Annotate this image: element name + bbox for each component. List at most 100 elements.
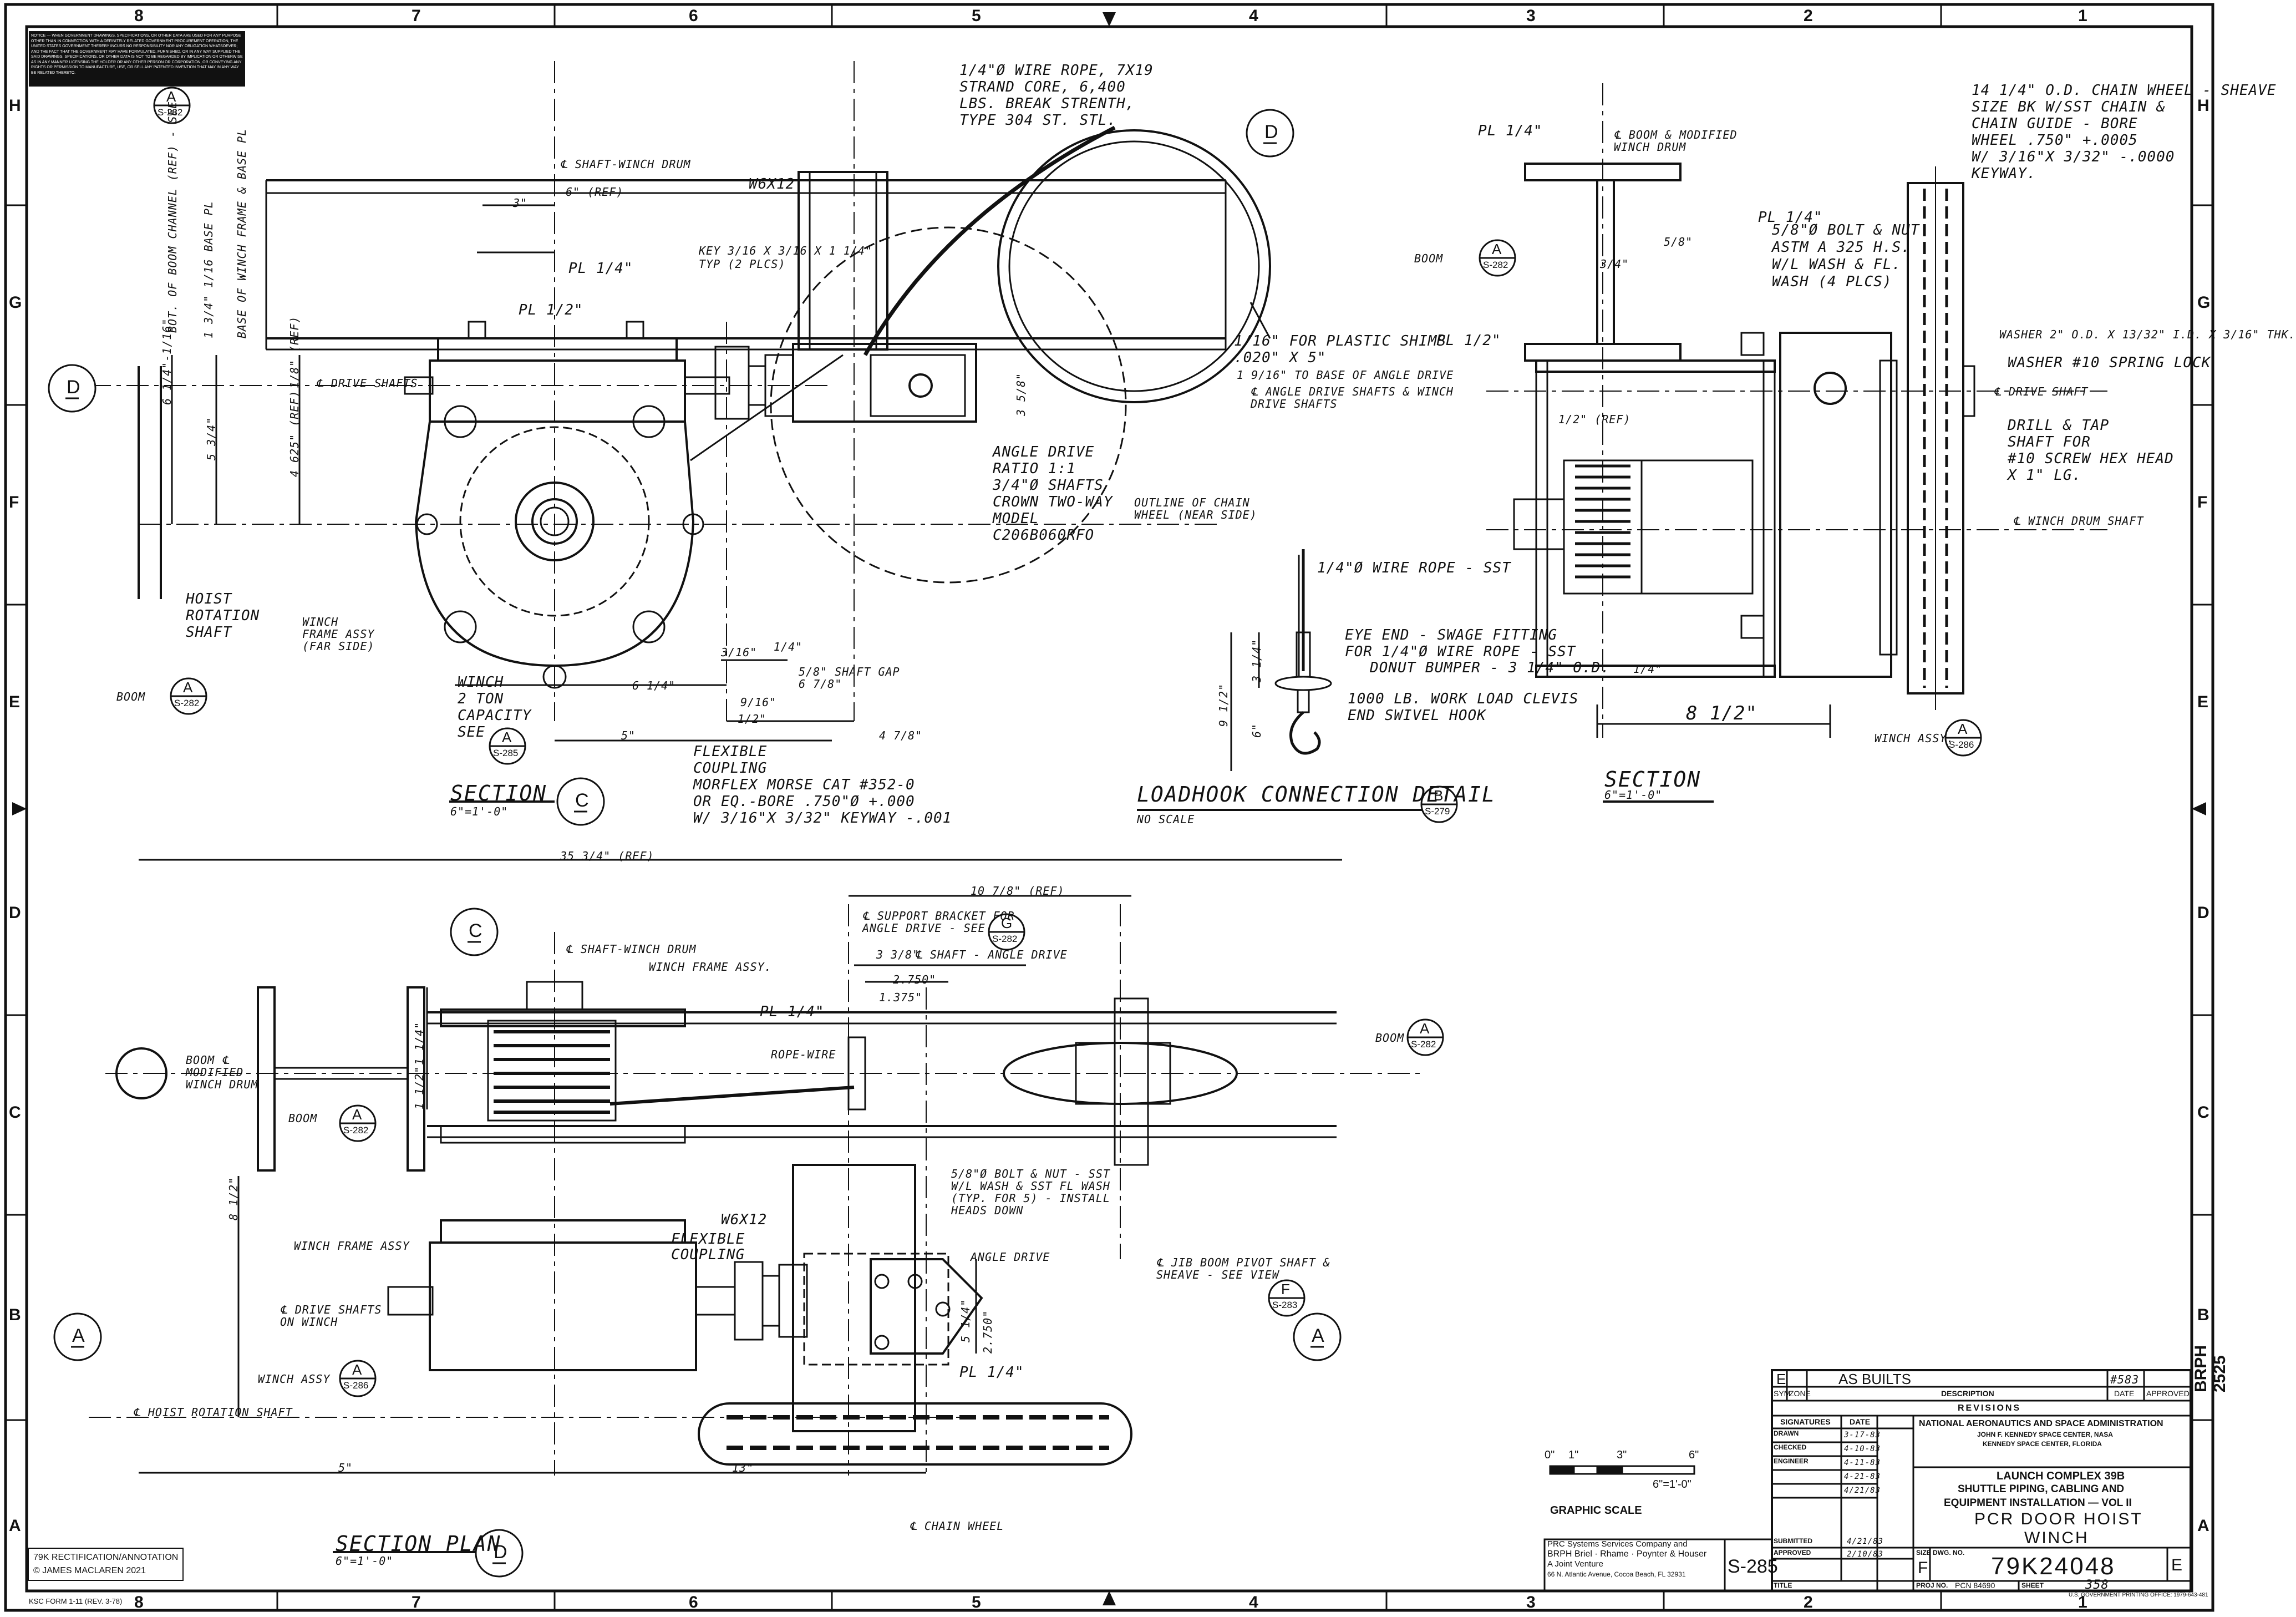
washer-10-note: WASHER #10 SPRING LOCK [2008, 354, 2211, 371]
lh-dim-2: 9 1/2" [1217, 683, 1230, 727]
dim-a-1: 5" [621, 729, 636, 742]
bubble-letter: A [1492, 241, 1502, 257]
bubble-letter: C [575, 790, 589, 811]
size-label: SIZE [1916, 1549, 1931, 1557]
reference-bubble [475, 1529, 524, 1578]
bubble-letter: A [502, 729, 512, 746]
reference-bubble [48, 364, 96, 413]
bubble-letter: D [494, 1542, 507, 1563]
bubble-letter: F [1281, 1281, 1290, 1297]
government-notice: NOTICE — WHEN GOVERNMENT DRAWINGS, SPECI… [29, 31, 245, 87]
boom-label-plan-2: BOOM [1375, 1031, 1405, 1045]
signature-date: 4-11-83 [1844, 1458, 1881, 1467]
plan-dim-1: 1.375" [879, 991, 923, 1004]
drawing-title-1: PCR DOOR HOIST [1974, 1510, 2143, 1528]
pl-half-label: PL 1/2" [519, 302, 583, 318]
boom-channel-note: BOT. OF BOOM CHANNEL (REF) - SEE [166, 101, 179, 333]
plan-dim-4: 1 1/4" [413, 1021, 426, 1065]
reference-bubble [1293, 1312, 1342, 1361]
section-a-scale: 6"=1'-0" [450, 805, 509, 818]
bubble-sheet-ref: S-286 [343, 1380, 369, 1391]
c-dim-1: 3/4" [1600, 257, 1629, 271]
drive-shafts-label: ℄ DRIVE SHAFTS [316, 377, 418, 390]
bubble-letter: A [1420, 1020, 1430, 1037]
sheet-label: SHEET [2021, 1581, 2044, 1589]
washer-2-note: WASHER 2" O.D. X 13/32" I.D. X 3/16" THK… [1999, 328, 2296, 341]
pl-quarter-label: PL 1/4" [568, 260, 633, 277]
w6x12-label: W6X12 [749, 176, 795, 192]
zone-col-4-top: 4 [1249, 7, 1258, 25]
bubble-letter: A [1958, 721, 1968, 737]
description-1: SHUTTLE PIPING, CABLING AND [1958, 1483, 2125, 1495]
zone-row-A-left: A [9, 1517, 21, 1535]
loadhook-scale: NO SCALE [1137, 813, 1195, 826]
brph-number: BRPH 2525 [2192, 1345, 2229, 1392]
dwg-number: 79K24048 [1991, 1553, 2116, 1580]
zone-col-3-top: 3 [1526, 7, 1536, 25]
rope-wire-label: ROPE-WIRE [771, 1048, 836, 1061]
dim-a-4: 9/16" [740, 696, 777, 709]
bubble-sheet-ref: S-285 [493, 748, 519, 758]
plan-dim-2: 3 3/8" [876, 948, 920, 961]
signature-role: ENGINEER [1774, 1457, 1809, 1465]
pl-half-c: PL 1/2" [1436, 332, 1501, 349]
section-plan-title: SECTION PLAN [336, 1532, 501, 1556]
printing-office: U.S. GOVERNMENT PRINTING OFFICE: 1979-64… [2069, 1592, 2208, 1598]
base-angle-note: 1 9/16" TO BASE OF ANGLE DRIVE [1237, 368, 1454, 382]
pl-quarter-plan: PL 1/4" [760, 1003, 825, 1020]
bubble-letter: A [183, 679, 193, 696]
boom-label-c: BOOM [1414, 252, 1444, 265]
engineering-drawing-sheet: NOTICE — WHEN GOVERNMENT DRAWINGS, SPECI… [4, 3, 2295, 1612]
zone-row-H-left: H [9, 97, 21, 115]
winch-frame-plan-label: WINCH FRAME ASSY [294, 1239, 410, 1253]
c-dim-0: 5/8" [1664, 235, 1693, 249]
plan-dim-10: PL 1/4" [959, 1364, 1024, 1381]
form-number: KSC FORM 1-11 (REV. 3-78) [29, 1597, 123, 1605]
scale-tick-1: 1" [1568, 1449, 1579, 1461]
zone-col-7-top: 7 [412, 7, 421, 25]
submitted-date: 4/21/83 [1847, 1537, 1884, 1546]
zone-row-A-right: A [2197, 1517, 2209, 1535]
zone-row-F-right: F [2197, 493, 2208, 511]
bubble-letter: A [72, 1325, 85, 1346]
signatures-head: SIGNATURES [1780, 1417, 1831, 1426]
c-dim-3: 1/4" [1633, 662, 1663, 676]
zone-row-B-left: B [9, 1306, 21, 1324]
dim-a-11: 3 5/8" [1014, 372, 1028, 416]
dim-a-9: 4 625" (REF) [288, 390, 301, 478]
bubble-letter: B [1434, 787, 1444, 804]
jib-boom-note: ℄ JIB BOOM PIVOT SHAFT &SHEAVE - SEE VIE… [1156, 1256, 1330, 1281]
bubble-letter: A [1312, 1325, 1324, 1346]
hoist-plan-label: ℄ HOIST ROTATION SHAFT [133, 1406, 293, 1419]
zone-row-E-left: E [9, 693, 21, 711]
bubble-letter: A [166, 88, 176, 105]
dim-a-3: 3/16" [721, 646, 758, 659]
reference-bubble [556, 777, 605, 826]
proj-label: PROJ NO. [1916, 1581, 1948, 1589]
plan-dim-6: 5" [338, 1461, 353, 1474]
bubble-sheet-ref: S-282 [158, 107, 183, 118]
winch-assy-plan-label: WINCH ASSY [258, 1372, 331, 1386]
signature-role: DRAWN [1774, 1430, 1799, 1437]
plan-dim-0: 2.750" [893, 973, 937, 986]
loadhook-title: LOADHOOK CONNECTION DETAIL [1137, 782, 1496, 807]
rev-letter: E [1776, 1371, 1786, 1387]
dim-a-2: 4 7/8" [879, 729, 923, 742]
plan-dim-5: 1 1/2" [413, 1066, 426, 1109]
c-dim-2: 1/2" (REF) [1558, 413, 1631, 426]
zone-row-F-left: F [9, 493, 19, 511]
approved-label: APPROVED [1774, 1549, 1811, 1557]
dim-a-6: 1/2" [738, 712, 767, 726]
zone-col-1-top: 1 [2078, 7, 2087, 25]
boom-label-a: BOOM [116, 690, 146, 703]
